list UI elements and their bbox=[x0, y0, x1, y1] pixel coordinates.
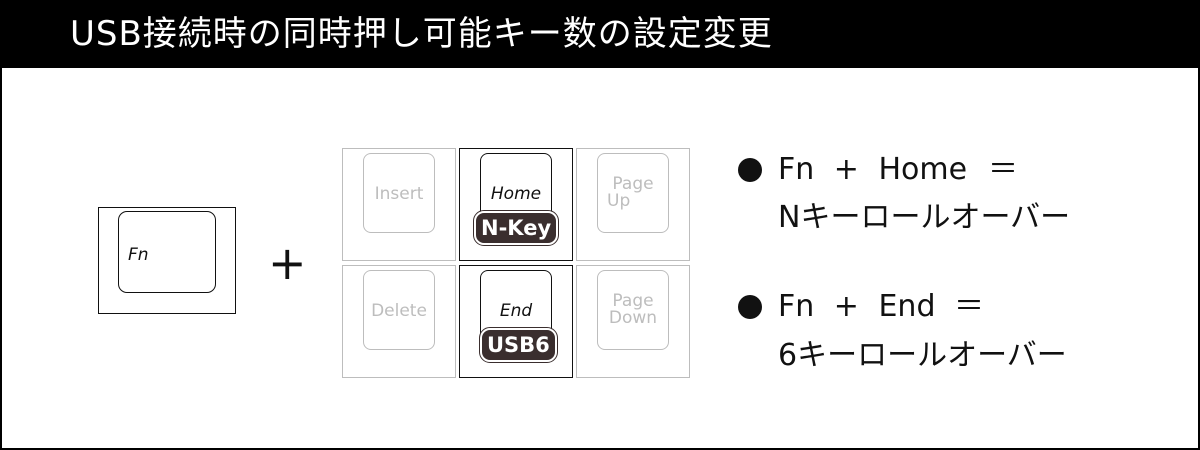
insert-key-cap bbox=[363, 153, 435, 233]
page-down-key-label-line1: Page bbox=[612, 291, 654, 311]
page-up-key-label-line1: Page bbox=[612, 174, 654, 194]
page-up-key: Page Up bbox=[576, 148, 690, 261]
home-key: Home N-Key bbox=[459, 148, 573, 261]
delete-key-cap bbox=[363, 270, 435, 350]
page-down-key-cap bbox=[597, 270, 669, 350]
delete-key: Delete bbox=[342, 265, 456, 378]
bullet-icon bbox=[738, 295, 762, 319]
page-up-key-cap bbox=[597, 153, 669, 233]
fn-key-cap bbox=[118, 211, 216, 293]
desc-1-result: Nキーロールオーバー bbox=[778, 200, 1071, 235]
page-down-key-label-line2: Down bbox=[608, 308, 658, 328]
page-down-key: Page Down bbox=[576, 265, 690, 378]
desc-2-combo: Fn + End bbox=[778, 289, 936, 324]
desc-2-result: 6キーロールオーバー bbox=[778, 338, 1067, 373]
home-key-label: Home bbox=[490, 184, 542, 204]
fn-key-label: Fn bbox=[128, 245, 149, 265]
page-up-key-label-line2: Up bbox=[607, 191, 631, 211]
desc-1-combo: Fn + Home bbox=[778, 152, 968, 187]
plus-sign: + bbox=[268, 236, 307, 290]
desc-2-equals: ＝ bbox=[954, 289, 984, 324]
usb6-badge: USB6 bbox=[479, 327, 558, 363]
end-key-label: End bbox=[499, 301, 533, 321]
insert-key-label: Insert bbox=[374, 184, 424, 204]
n-key-badge: N-Key bbox=[472, 210, 560, 246]
page-title: USB接続時の同時押し可能キー数の設定変更 bbox=[70, 14, 773, 54]
title-bar: USB接続時の同時押し可能キー数の設定変更 bbox=[2, 2, 1198, 68]
insert-key: Insert bbox=[342, 148, 456, 261]
desc-1-equals: ＝ bbox=[988, 152, 1018, 187]
bullet-icon bbox=[738, 158, 762, 182]
end-key: End USB6 bbox=[459, 265, 573, 378]
delete-key-label: Delete bbox=[371, 301, 427, 321]
